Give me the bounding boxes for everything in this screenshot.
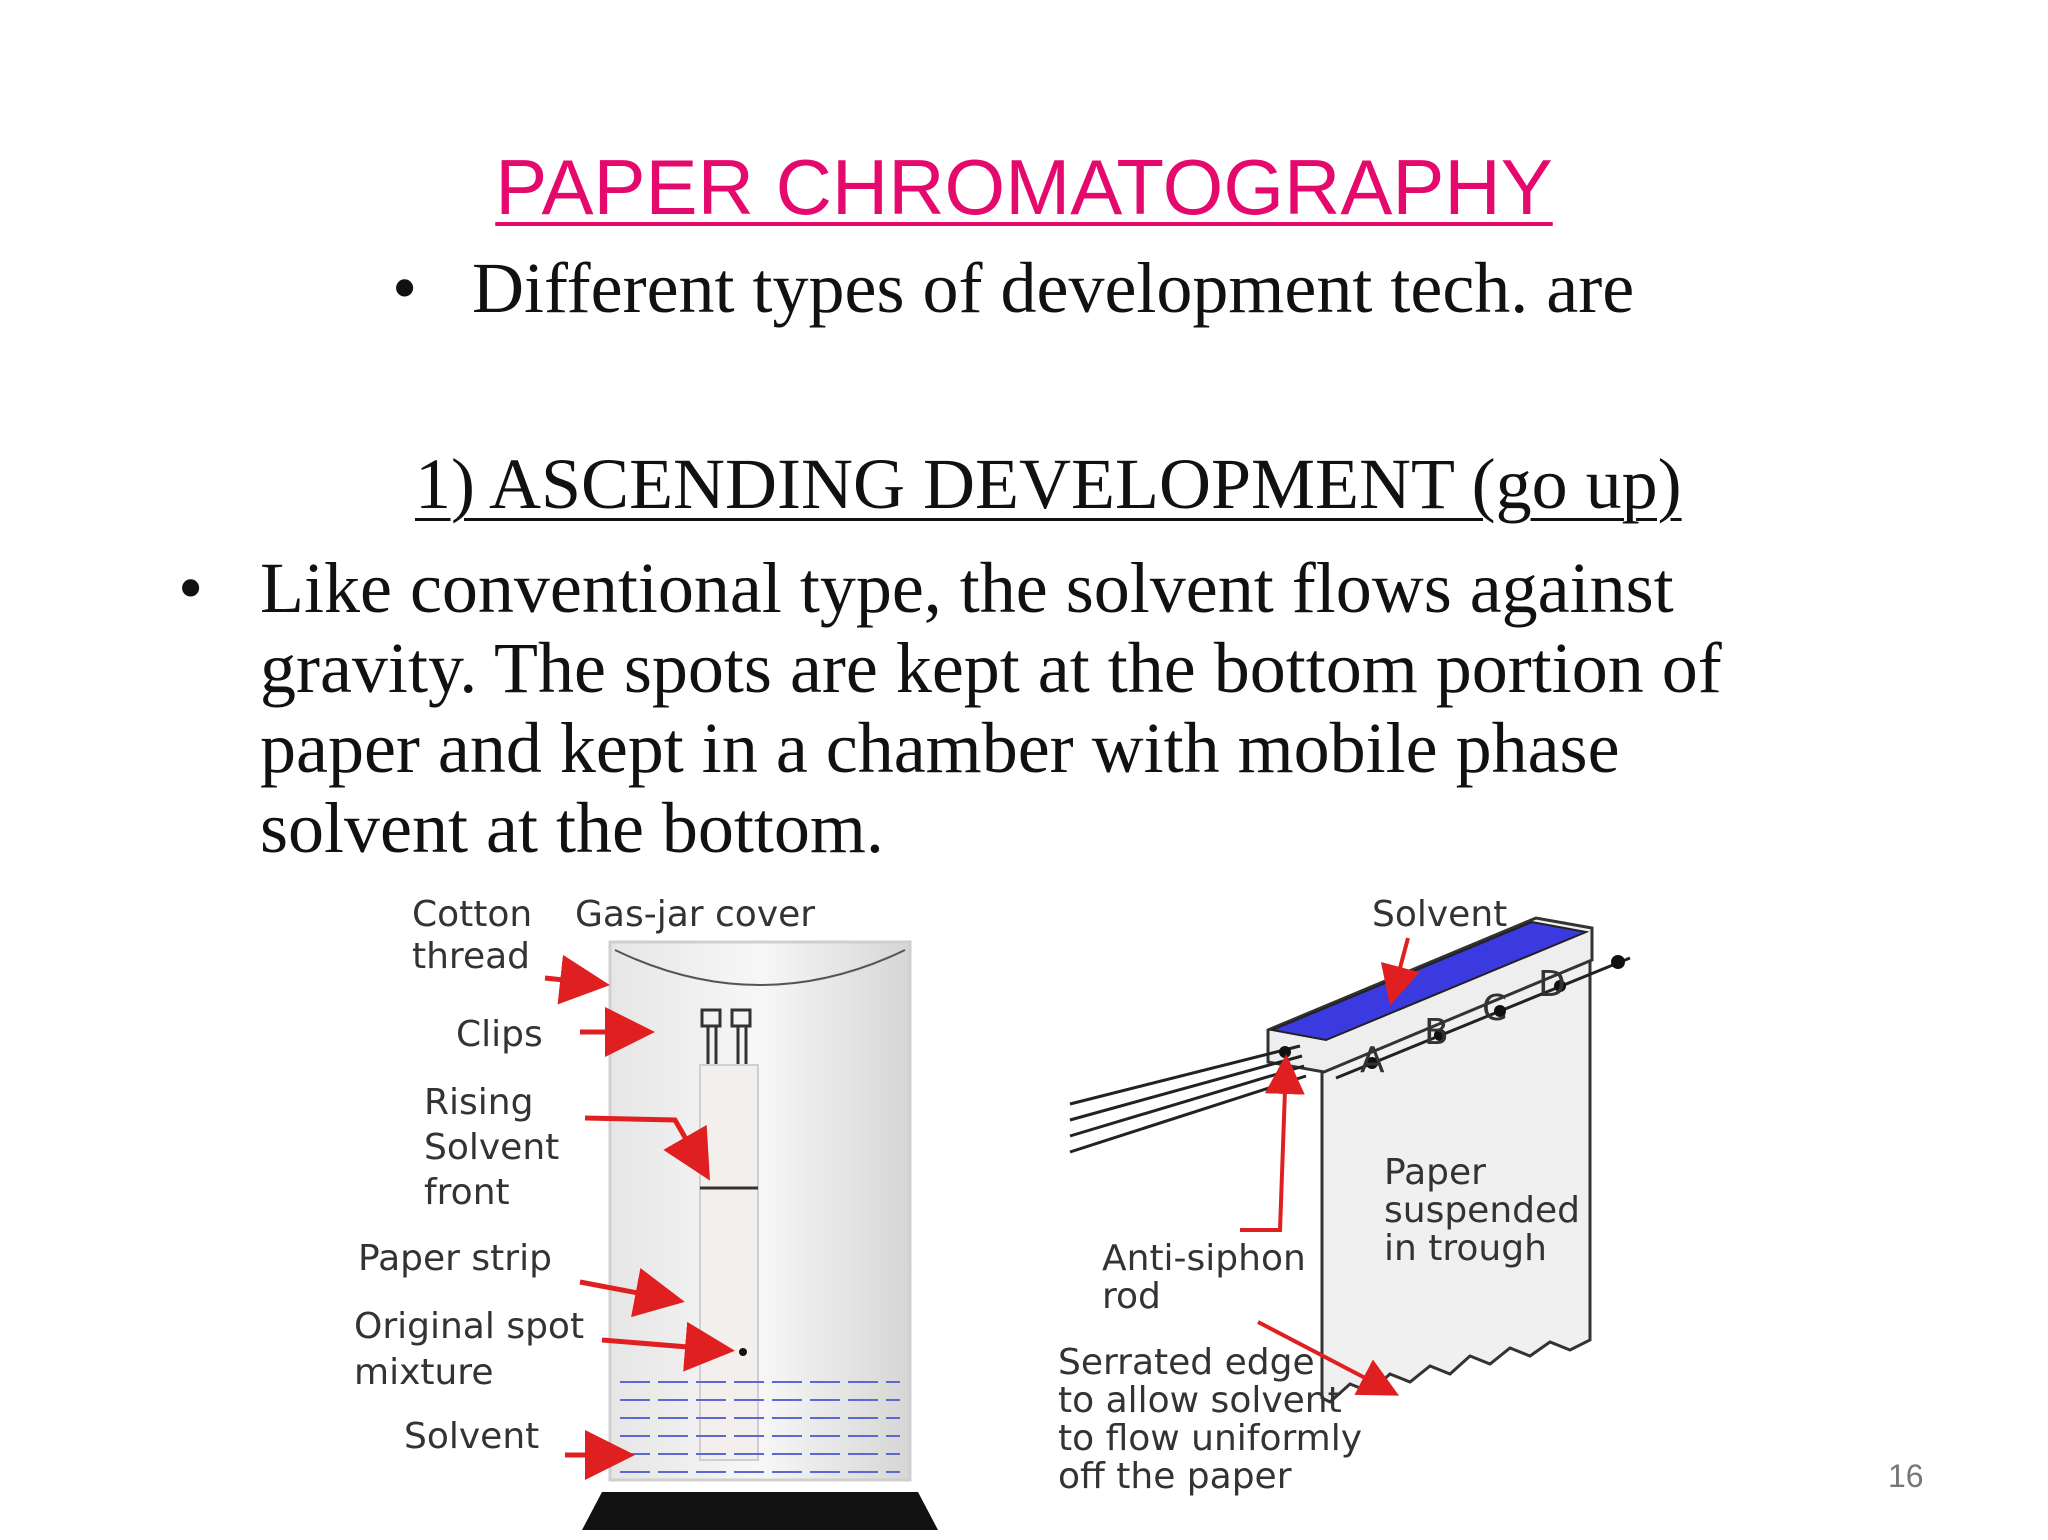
label-spot-d: D xyxy=(1538,964,1566,1005)
description-lines: Like conventional type, the solvent flow… xyxy=(260,548,1980,868)
solvent-liquid xyxy=(620,1381,900,1473)
slide-title: PAPER CHROMATOGRAPHY xyxy=(0,148,2048,226)
label-spot-c: C xyxy=(1482,988,1507,1029)
sample-spots xyxy=(1335,955,1631,1080)
label-suspended: suspended xyxy=(1384,1190,1580,1231)
label-solvent-word: Solvent xyxy=(424,1127,559,1168)
label-rod: rod xyxy=(1102,1276,1161,1317)
slide-title-text: PAPER CHROMATOGRAPHY xyxy=(495,143,1553,231)
label-spot-a: A xyxy=(1360,1040,1385,1081)
label-thread: thread xyxy=(412,936,530,977)
bullet-intro-text: Different types of development tech. are xyxy=(472,248,1635,328)
trough-solvent-fill xyxy=(1268,920,1590,1042)
red-arrows xyxy=(544,954,735,1480)
label-cotton: Cotton xyxy=(412,894,532,935)
jar-base xyxy=(582,1492,938,1530)
description-line: paper and kept in a chamber with mobile … xyxy=(260,708,1620,788)
bullet-dot: • xyxy=(178,548,204,628)
description-line: solvent at the bottom. xyxy=(260,788,884,868)
cotton-thread xyxy=(614,949,906,986)
ascending-jar-diagram: Cotton thread Gas-jar cover Clips Rising… xyxy=(354,894,938,1530)
label-clips: Clips xyxy=(456,1014,543,1055)
gas-jar xyxy=(608,940,912,1482)
red-arrows xyxy=(1240,937,1420,1396)
label-in-trough: in trough xyxy=(1384,1228,1547,1269)
description-line: Like conventional type, the solvent flow… xyxy=(260,548,1674,628)
label-serrated-1: Serrated edge xyxy=(1058,1342,1315,1383)
bullet-dot: • xyxy=(392,248,418,328)
label-gas-jar-cover: Gas-jar cover xyxy=(575,894,815,935)
label-spot-b: B xyxy=(1424,1012,1449,1053)
label-serrated-2: to allow solvent xyxy=(1058,1380,1342,1421)
original-spot xyxy=(739,1348,747,1356)
label-solvent: Solvent xyxy=(1372,894,1507,935)
label-serrated-4: off the paper xyxy=(1058,1456,1292,1497)
suspended-paper xyxy=(1320,945,1592,1404)
label-solvent: Solvent xyxy=(404,1416,539,1457)
label-mixture: mixture xyxy=(354,1352,493,1393)
label-serrated-3: to flow uniformly xyxy=(1058,1418,1362,1459)
slide-number: 16 xyxy=(1888,1458,1924,1494)
trough-diagram: Solvent A B C D Paper suspended in troug… xyxy=(1058,894,1631,1497)
clips-icon xyxy=(700,1008,752,1070)
label-paper: Paper xyxy=(1384,1152,1486,1193)
label-original-spot: Original spot xyxy=(354,1306,584,1347)
label-rising: Rising xyxy=(424,1082,533,1123)
section-heading: 1) ASCENDING DEVELOPMENT (go up) xyxy=(415,444,1682,524)
description-line: gravity. The spots are kept at the botto… xyxy=(260,628,1722,708)
rod-end-dot xyxy=(1279,1046,1291,1058)
label-front: front xyxy=(424,1172,510,1213)
label-paper-strip: Paper strip xyxy=(358,1238,552,1279)
label-anti-siphon: Anti-siphon xyxy=(1102,1238,1306,1279)
